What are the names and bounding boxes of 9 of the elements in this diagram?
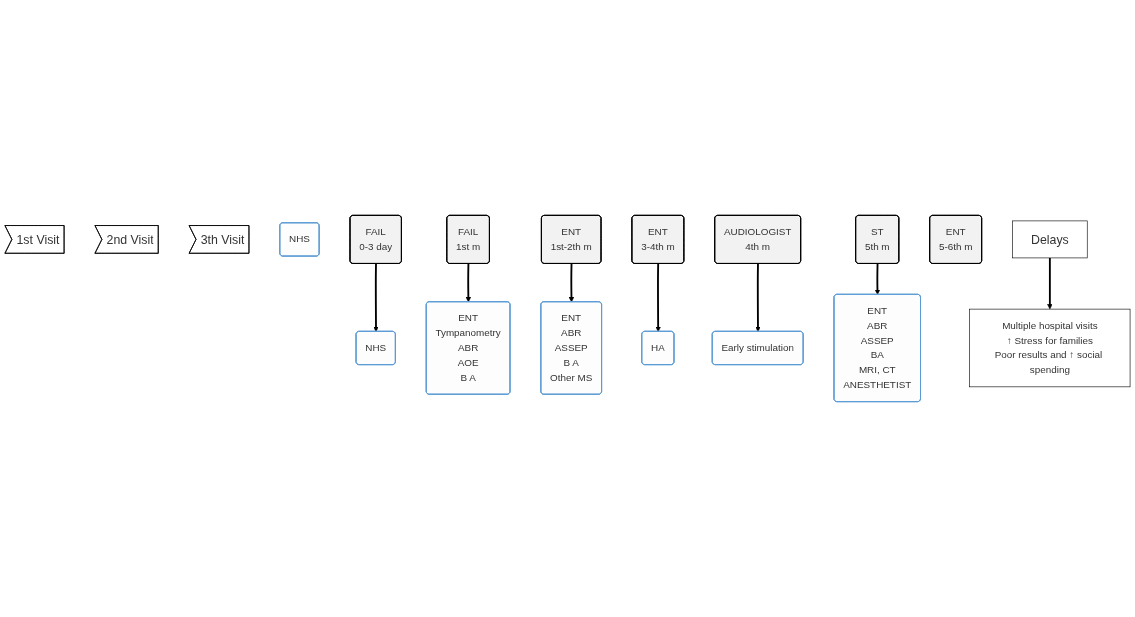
arrow bbox=[568, 262, 575, 303]
arrow bbox=[373, 262, 379, 332]
node-box: Delays bbox=[1012, 220, 1088, 259]
arrow bbox=[874, 262, 881, 295]
arrow bbox=[465, 262, 472, 303]
arrow bbox=[1047, 257, 1053, 310]
arrow bbox=[755, 262, 761, 332]
arrow bbox=[655, 262, 661, 332]
node-box: Multiple hospital visits ↑ Stress for families Poor results and ↑ social spending bbox=[969, 308, 1131, 388]
